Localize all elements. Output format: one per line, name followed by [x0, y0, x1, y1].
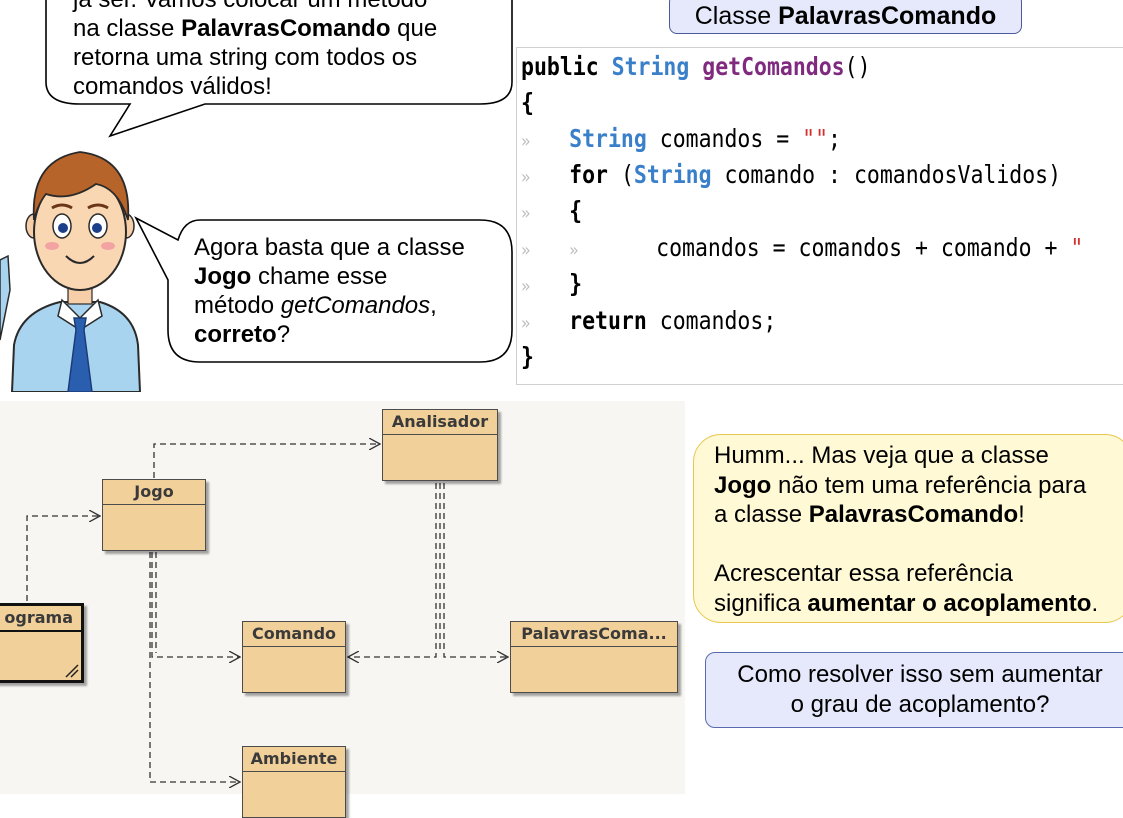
note-line3: a classe PalavrasComando!: [714, 501, 1025, 528]
speech-bubble-right-shape: [134, 216, 513, 363]
uml-class-programa[interactable]: ograma: [0, 603, 84, 683]
bubble-top-line3: retorna uma string com todos os: [73, 44, 418, 71]
code-line-7: » }: [521, 269, 583, 298]
uml-class-diagram: Analisador Jogo ograma Comando PalavrasC…: [0, 401, 685, 818]
bubble-right-line1: Agora basta que a classe: [194, 234, 465, 261]
note-line5: significa aumentar o acoplamento.: [714, 589, 1099, 617]
bubble-top-line4: comandos válidos!: [73, 73, 272, 100]
uml-class-comando[interactable]: Comando: [242, 621, 346, 693]
uml-class-name: ograma: [0, 606, 81, 632]
code-line-1: public String getComandos(): [521, 52, 871, 81]
question-line2: o grau de acoplamento?: [790, 691, 1050, 718]
note-line4: Acrescentar essa referência: [714, 560, 1013, 587]
uml-class-analisador[interactable]: Analisador: [382, 409, 498, 481]
question-callout: Como resolver isso sem aumentar o grau d…: [705, 652, 1123, 728]
note-line1: Humm... Mas veja que a classe: [714, 442, 1049, 469]
code-line-9: }: [521, 342, 534, 371]
code-panel: public String getComandos() { » String c…: [516, 47, 1123, 385]
code-line-6: » » comandos = comandos + comando + ": [521, 233, 1084, 262]
bubble-right-line3: método getComandos,: [194, 292, 437, 319]
question-line1: Como resolver isso sem aumentar: [737, 661, 1103, 688]
speech-bubble-top: já ser. Vamos colocar um método na class…: [73, 0, 513, 101]
uml-class-name: Comando: [243, 622, 345, 647]
code-line-8: » return comandos;: [521, 306, 777, 335]
uml-class-name: PalavrasComa...: [511, 622, 677, 647]
uml-dependency-arrows: [26, 401, 685, 794]
resize-grip-icon[interactable]: [63, 662, 79, 678]
class-title-badge: Classe PalavrasComando: [669, 0, 1022, 34]
note-line2: Jogo não tem uma referência para: [714, 471, 1087, 499]
bubble-top-line2: na classe PalavrasComando que: [73, 15, 438, 42]
uml-class-name: Ambiente: [243, 747, 345, 772]
bubble-right-line2: Jogo chame esse: [194, 263, 388, 290]
speech-bubble-right: Agora basta que a classe Jogo chame esse…: [194, 233, 514, 349]
speech-bubble-top-shape: [45, 0, 513, 138]
code-line-4: » for (String comando : comandosValidos): [521, 160, 1062, 189]
code-line-2: {: [521, 88, 534, 117]
tab-marker: »: [521, 131, 531, 152]
word-correto: correto: [194, 321, 277, 348]
bubble-top-line1: já ser. Vamos colocar um método: [73, 0, 513, 14]
uml-class-ambiente[interactable]: Ambiente: [242, 746, 346, 818]
note-callout: Humm... Mas veja que a classe Jogo não t…: [693, 434, 1123, 623]
method-name-getcomandos: getComandos: [280, 292, 431, 319]
uml-class-jogo[interactable]: Jogo: [102, 479, 206, 551]
class-name-jogo: Jogo: [194, 263, 252, 290]
uml-class-palavrascomando[interactable]: PalavrasComa...: [510, 621, 678, 693]
code-line-5: » {: [521, 196, 583, 225]
teacher-character-illustration: [0, 151, 142, 392]
code-line-3: » String comandos = "";: [521, 124, 842, 153]
bubble-right-line4: correto?: [194, 321, 291, 348]
uml-class-name: Analisador: [383, 410, 497, 435]
class-name-palavrascomando: PalavrasComando: [181, 15, 391, 42]
uml-class-name: Jogo: [103, 480, 205, 505]
